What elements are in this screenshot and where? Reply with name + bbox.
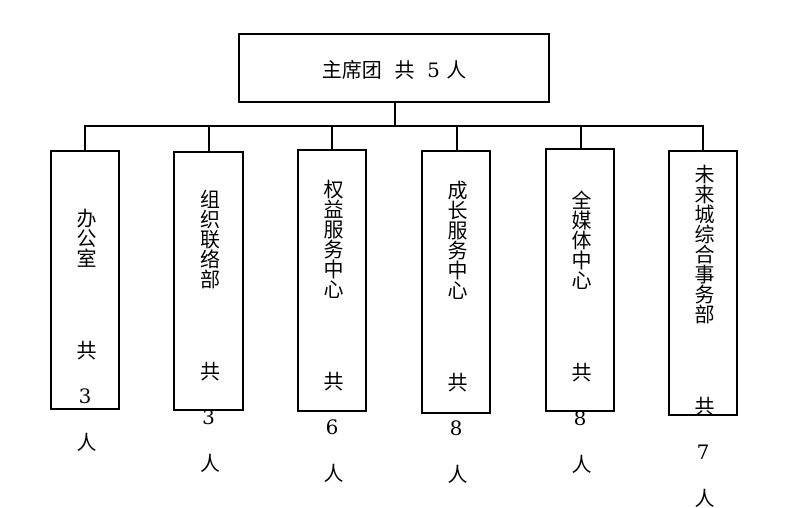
dept-node-growth-service: 成长服务中心 共 8 人 [421,150,491,484]
presidium-label: 主席团 共 5 人 [321,57,467,82]
dept-label-office: 办公室 共 3 人 [73,208,97,452]
branch-line-3 [331,125,333,150]
dept-node-office: 办公室 共 3 人 [50,150,120,452]
dept-label-organization-liaison: 组织联络部 共 3 人 [196,189,221,473]
dept-node-rights-service: 权益服务中心 共 6 人 [297,149,367,483]
dept-node-media-center: 全媒体中心 共 8 人 [545,148,615,474]
dept-label-media-center: 全媒体中心 共 8 人 [568,190,592,474]
dept-label-growth-service: 成长服务中心 共 8 人 [444,180,468,484]
branch-line-2 [208,125,210,152]
branch-line-1 [84,125,86,151]
dept-label-future-city-affairs: 未来城综合事务部 共 7 人 [691,164,715,508]
branch-line-5 [580,125,582,149]
dept-node-future-city-affairs: 未来城综合事务部 共 7 人 [668,150,738,508]
trunk-line [394,103,396,126]
dept-node-organization-liaison: 组织联络部 共 3 人 [173,151,244,473]
presidium-node: 主席团 共 5 人 [238,33,550,103]
horizontal-bus-line [84,125,704,127]
branch-line-6 [702,125,704,151]
dept-label-rights-service: 权益服务中心 共 6 人 [320,179,344,483]
branch-line-4 [456,125,458,151]
